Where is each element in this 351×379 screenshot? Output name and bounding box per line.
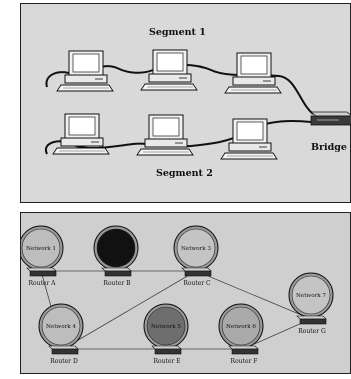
network-label-n5: Network 5 [151, 324, 181, 330]
network-node-n1: Network 1 [21, 225, 64, 271]
router-ra: Router A [26, 267, 57, 287]
router-label-ra: Router A [28, 280, 56, 287]
computer-s1-3 [224, 52, 282, 94]
bridge-label: Bridge [311, 142, 347, 153]
router-rd: Router D [48, 345, 79, 365]
computer-s2-2 [136, 114, 194, 156]
network-node-n4: Network 4 [38, 303, 84, 349]
bridge-diagram-panel: Segment 1 Segment 2 Bridge [20, 3, 351, 203]
computer-s2-1 [52, 113, 110, 155]
network-node-n6: Network 6 [218, 303, 264, 349]
router-label-rc: Router C [183, 280, 211, 287]
network-node-n3: Network 3 [173, 225, 219, 271]
network-node-n5: Network 5 [143, 303, 189, 349]
bridge-diagram: Segment 1 Segment 2 Bridge [44, 27, 351, 179]
network-label-n3: Network 3 [181, 246, 211, 252]
link-rc-rg [195, 270, 312, 320]
router-label-rd: Router D [50, 358, 78, 365]
router-rf: Router F [228, 345, 259, 365]
network-label-n7: Network 7 [296, 293, 326, 299]
network-node-n7: Network 7 [288, 272, 334, 318]
router-network-diagram: Network 1 Network 2 Network 3 Network 4 Netw… [21, 225, 334, 365]
router-rc: Router C [181, 267, 212, 287]
network-label-n2: Network 2 [101, 246, 131, 252]
computer-s1-2 [140, 49, 198, 91]
router-label-re: Router E [153, 358, 180, 365]
network-label-n6: Network 6 [226, 324, 256, 330]
router-label-rf: Router F [231, 358, 258, 365]
bridge-device [309, 111, 351, 126]
link-rd-rc [62, 270, 197, 350]
router-label-rb: Router B [103, 280, 131, 287]
network-node-n2: Network 2 [93, 225, 139, 271]
segment2-label: Segment 2 [156, 168, 213, 179]
computer-s1-1 [56, 50, 114, 92]
network-label-n1: Network 1 [26, 246, 56, 252]
network-label-n4: Network 4 [46, 324, 76, 330]
router-label-rg: Router G [298, 328, 326, 335]
router-re: Router E [151, 345, 182, 365]
router-rg: Router G [296, 315, 327, 335]
router-network-panel: Network 1 Network 2 Network 3 Network 4 Netw… [20, 212, 351, 374]
router-rb: Router B [101, 267, 132, 287]
segment1-label: Segment 1 [149, 27, 206, 38]
